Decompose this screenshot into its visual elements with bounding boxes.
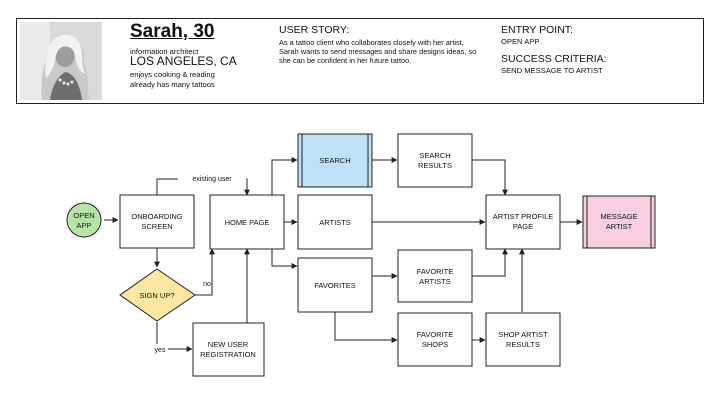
node-label: SEARCH [419,151,450,160]
edge-signup-no-to-home [195,248,215,296]
node-home-page: HOME PAGE [209,194,285,250]
node-open-app: OPEN APP [66,202,102,238]
node-label: PAGE [513,222,533,231]
edge-results-to-profile [472,159,508,196]
node-label: ARTISTS [419,277,451,286]
node-label: NEW USER [208,340,249,349]
node-label: SCREEN [141,222,172,231]
edge-home-to-search [271,157,298,195]
node-onboarding-screen: ONBOARDING SCREEN [119,194,195,249]
persona-avatar-image [20,22,102,100]
entry-point-value: OPEN APP [501,37,540,46]
node-shop-artist-results: SHOP ARTIST RESULTS [485,312,561,367]
node-label: MESSAGE [600,212,637,221]
edge-label-existing-user: existing user [192,176,232,183]
node-sign-up-decision: SIGN UP? [119,268,196,322]
node-label: SHOP ARTIST [498,330,548,339]
node-label: RESULTS [506,340,540,349]
node-favorites: FAVORITES [297,257,373,313]
persona-name: Sarah, 30 [130,21,215,42]
persona-location: LOS ANGELES, CA [130,54,237,68]
edge-label-bg [152,344,168,354]
edge-label-no: no [203,281,211,288]
node-label: SIGN UP? [139,291,174,300]
node-label: HOME PAGE [225,218,270,227]
node-favorite-artists: FAVORITE ARTISTS [397,249,473,303]
node-label: ONBOARDING [131,212,182,221]
node-label: RESULTS [418,161,452,170]
node-label: FAVORITES [314,281,356,290]
persona-tattoo-note: already has many tattoos [130,80,215,89]
node-label: OPEN [73,211,94,220]
node-search-results: SEARCH RESULTS [397,133,473,188]
node-label: ARTISTS [319,218,351,227]
user-story-heading: USER STORY: [279,24,350,36]
persona-photo [20,22,102,100]
persona-card: Sarah, 30 information architect LOS ANGE… [16,18,704,104]
node-favorite-shops: FAVORITE SHOPS [397,312,473,367]
persona-occupation: information architect [130,47,199,56]
node-label: ARTIST PROFILE [493,212,554,221]
entry-point-heading: ENTRY POINT: [501,24,573,36]
node-new-user-registration: NEW USER REGISTRATION [192,322,265,377]
node-label: SEARCH [319,156,350,165]
node-artists: ARTISTS [297,194,373,250]
node-message-artist: MESSAGE ARTIST [582,195,656,249]
edge-favorites-to-fav-shops [334,312,398,343]
node-search: SEARCH [297,133,373,188]
success-criteria-heading: SUCCESS CRITERIA: [501,53,607,65]
success-criteria-value: SEND MESSAGE TO ARTIST [501,66,603,75]
node-label: ARTIST [606,222,633,231]
user-story-text: As a tattoo client who collaborates clos… [279,38,477,65]
node-label: SHOPS [422,340,448,349]
node-artist-profile-page: ARTIST PROFILE PAGE [485,194,561,250]
node-label: FAVORITE [417,330,454,339]
node-label: APP [76,221,91,230]
node-label: REGISTRATION [200,350,256,359]
edge-fav-artists-to-profile [472,248,508,277]
node-label: FAVORITE [417,267,454,276]
edge-home-to-favorites [271,249,298,269]
persona-hobby: enjoys cooking & reading [130,70,215,79]
edge-label-bg [178,173,246,184]
edge-label-yes: yes [155,347,166,354]
